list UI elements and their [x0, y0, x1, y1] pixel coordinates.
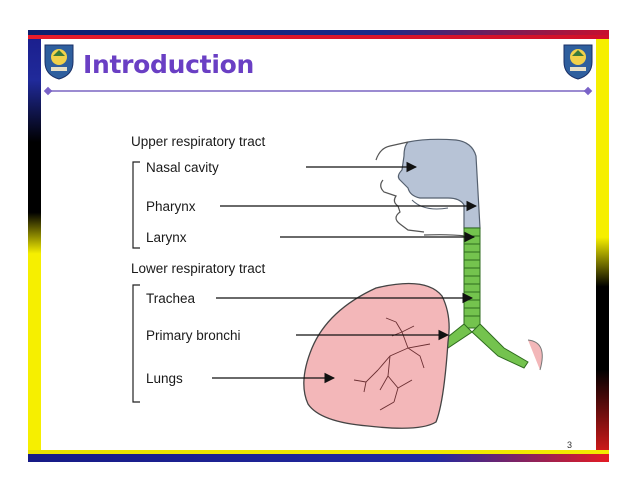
slide: Introduction	[28, 30, 609, 462]
label-primary-bronchi: Primary bronchi	[146, 328, 241, 343]
lower-tract-heading: Lower respiratory tract	[131, 261, 266, 276]
head-illustration	[375, 138, 481, 237]
bottom-border-accent	[28, 450, 609, 454]
group-brackets	[132, 161, 140, 403]
top-border-stripe	[28, 30, 609, 35]
right-border-stripe	[596, 39, 609, 452]
page-number: 3	[567, 440, 573, 450]
label-trachea: Trachea	[146, 291, 196, 306]
slide-title: Introduction	[83, 50, 254, 79]
bottom-border-stripe	[28, 454, 609, 462]
institution-crest-icon	[563, 44, 593, 80]
label-lungs: Lungs	[146, 371, 183, 386]
top-border-accent	[28, 35, 609, 39]
label-larynx: Larynx	[146, 230, 187, 245]
respiratory-tract-diagram: Upper respiratory tract Nasal cavity Pha…	[131, 134, 543, 429]
lung-illustration	[303, 282, 450, 429]
pointer-arrows	[212, 161, 478, 384]
label-nasal-cavity: Nasal cavity	[146, 160, 219, 175]
left-border-stripe	[28, 39, 41, 452]
institution-crest-icon	[44, 44, 74, 80]
label-pharynx: Pharynx	[146, 199, 196, 214]
title-underline	[48, 90, 588, 92]
upper-tract-heading: Upper respiratory tract	[131, 134, 266, 149]
